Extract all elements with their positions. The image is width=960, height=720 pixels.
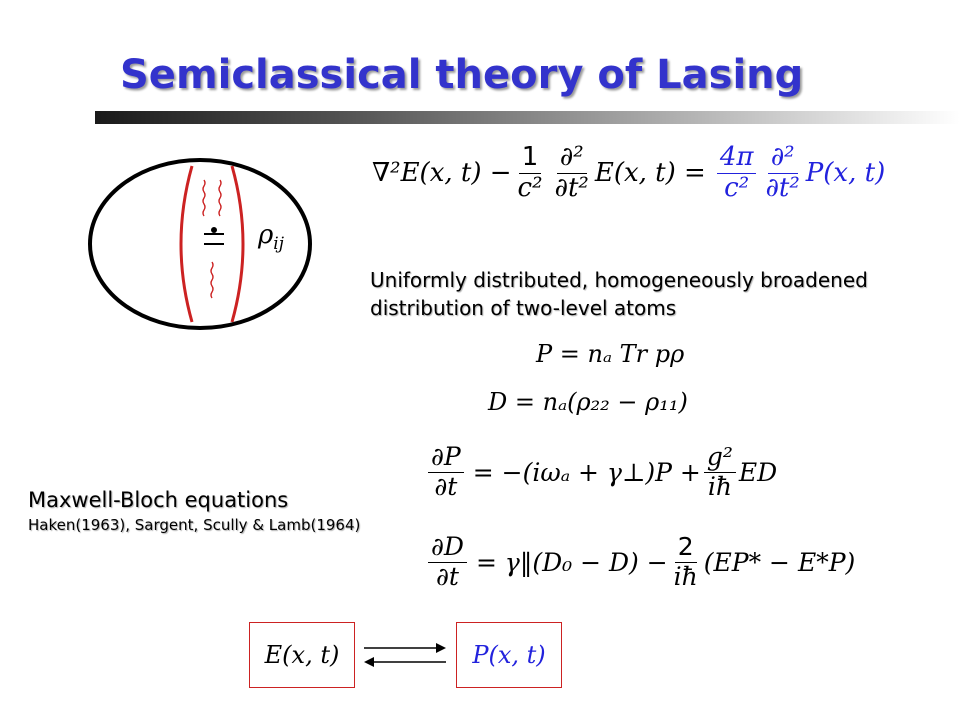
atoms-description: Uniformly distributed, homogeneously bro… (370, 266, 868, 322)
wave-rhs-frac1-num: 4π (716, 142, 757, 174)
rho-subscript: ij (273, 233, 284, 254)
bloch-d-coef-den: iħ (673, 561, 698, 591)
wave-frac2-num: ∂² (556, 142, 587, 174)
bloch-d-coef-num: 2 (674, 532, 697, 563)
inversion-definition: D = nₐ(ρ₂₂ − ρ₁₁) (488, 388, 688, 416)
wave-frac1-num: 1 (518, 142, 542, 174)
wave-rhs-frac2-num: ∂² (767, 142, 798, 174)
polarization-definition: P = nₐ Tr pρ (536, 340, 685, 368)
bloch-p-tail: ED (738, 457, 778, 487)
atoms-description-line1: Uniformly distributed, homogeneously bro… (370, 268, 868, 292)
beam-right-edge (230, 165, 245, 323)
photon-wave-2 (218, 179, 222, 217)
bloch-p-coef-den: iħ (707, 471, 732, 501)
wave-frac2-den: ∂t² (554, 172, 589, 203)
arrow-left-head (364, 657, 374, 667)
bloch-p-lhs-den: ∂t (434, 471, 458, 501)
bloch-p-lhs-num: ∂P (428, 442, 464, 473)
photon-wave-1 (202, 179, 206, 217)
atoms-description-line2: distribution of two-level atoms (370, 296, 677, 320)
wave-rhs-frac1-den: c² (724, 172, 750, 203)
laser-cavity-diagram (88, 158, 312, 330)
wave-lhs2: E(x, t) = (594, 158, 706, 188)
bloch-d-lhs: ∂D∂t (428, 532, 467, 592)
bloch-d-tail: (EP* − E*P) (703, 547, 856, 577)
bloch-p-coef-num: g² (703, 442, 736, 473)
bloch-p-mid: = −(iωₐ + γ⊥)P + (472, 457, 701, 487)
maxwell-bloch-citation: Haken(1963), Sargent, Scully & Lamb(1964… (28, 516, 361, 534)
field-box: E(x, t) (249, 622, 355, 688)
wave-frac2: ∂²∂t² (552, 142, 592, 204)
density-matrix-label: ρij (258, 220, 284, 253)
wave-lhs1: ∇²E(x, t) − (372, 158, 512, 188)
photon-wave-3 (210, 261, 214, 299)
wave-rhs-frac2: ∂²∂t² (762, 142, 802, 204)
bloch-d-mid: = γ‖(D₀ − D) − (475, 547, 668, 577)
wave-frac1-den: c² (517, 172, 543, 203)
slide-title: Semiclassical theory of Lasing (120, 52, 804, 98)
title-underline-bar (95, 111, 960, 124)
wave-rhs-frac2-den: ∂t² (765, 172, 800, 203)
rho-symbol: ρ (258, 220, 274, 250)
cavity-ellipse (88, 158, 312, 330)
bloch-p-lhs: ∂P∂t (428, 442, 464, 502)
wave-rhs-tail: P(x, t) (805, 158, 886, 188)
coupling-arrows (364, 643, 446, 667)
arrow-right-head (436, 643, 446, 653)
bloch-d-lhs-num: ∂D (428, 532, 467, 563)
bloch-d-lhs-den: ∂t (436, 561, 459, 591)
atom-electron-dot (211, 227, 217, 233)
maxwell-bloch-heading: Maxwell-Bloch equations (28, 488, 289, 512)
beam-left-edge (179, 165, 194, 323)
polarization-box: P(x, t) (456, 622, 562, 688)
